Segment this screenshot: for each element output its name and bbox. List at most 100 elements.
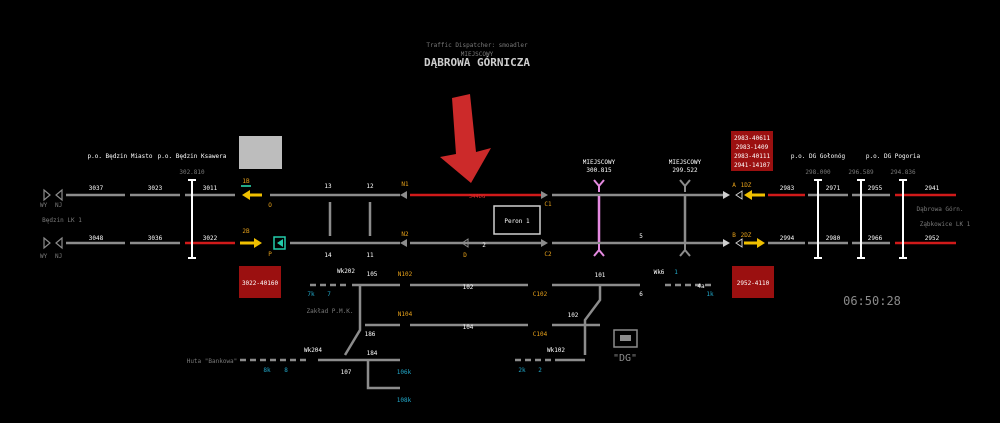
- crossing-left-top-icon: [593, 179, 605, 192]
- track-5-label: 5: [639, 233, 643, 240]
- siding-1-label: 1: [674, 269, 678, 276]
- label-2941: 2941: [925, 185, 940, 192]
- siding-108k-label: 108k: [397, 397, 412, 404]
- track-184-label: 184: [367, 350, 378, 357]
- signal-2dz-icon[interactable]: [757, 238, 765, 248]
- line-bedzin: Będzin LK 1: [42, 217, 82, 224]
- siding-2-label: 2: [538, 367, 542, 374]
- train-top-right-1: 2983-1409: [736, 144, 769, 151]
- wk102-label: Wk102: [547, 347, 565, 354]
- km-ksawera: 302.810: [179, 169, 205, 176]
- wy-top: WY: [40, 202, 48, 209]
- arrow-left-top-icon: [43, 188, 51, 202]
- siding-8k-label: 8k: [263, 367, 271, 374]
- track-105-label: 105: [367, 271, 378, 278]
- train-box-right-label: 2952-4110: [737, 280, 770, 287]
- siding-4a-label: 4a: [697, 283, 705, 290]
- platform-label: Peron 1: [504, 218, 530, 225]
- track-12-label: 12: [366, 183, 374, 190]
- arrow-left-top2-icon: [55, 188, 63, 202]
- stop-bedzin-ksawera: p.o. Będzin Ksawera: [158, 153, 227, 160]
- km-pogoria-2: 294.836: [890, 169, 916, 176]
- track-13-label: 13: [324, 183, 332, 190]
- grey-panel[interactable]: [239, 136, 282, 169]
- track-14-label: 14: [324, 252, 332, 259]
- zaklad-label: Zakład P.M.K.: [307, 308, 354, 315]
- track-102b-label: 102: [568, 312, 579, 319]
- signal-p-icon[interactable]: [273, 236, 286, 250]
- signal-n104-label: N104: [398, 311, 413, 318]
- signal-d-icon[interactable]: [461, 238, 469, 248]
- arrow-left-bottom-icon: [43, 236, 51, 250]
- signal-1dz-icon[interactable]: [744, 190, 752, 200]
- signal-n2-icon[interactable]: [400, 239, 407, 247]
- signal-c1-icon[interactable]: [541, 191, 548, 199]
- signal-1b-icon[interactable]: [242, 190, 250, 200]
- train-box-left-label: 3022-40160: [242, 280, 279, 287]
- connector-101-102[interactable]: [583, 285, 602, 355]
- siding-106k-label: 106k: [397, 369, 412, 376]
- train-top-right-2: 2983-40111: [734, 153, 771, 160]
- siding-7-label: 7: [327, 291, 331, 298]
- label-3023: 3023: [148, 185, 163, 192]
- label-2955: 2955: [868, 185, 883, 192]
- crossing-left-bottom-icon: [593, 244, 605, 257]
- crossing-right-km: 299.522: [672, 167, 698, 174]
- signal-c104-label: C104: [533, 331, 548, 338]
- crossing-left-km: 300.815: [586, 167, 612, 174]
- mode-label: MIEJSCOWY: [461, 51, 494, 58]
- signal-1dz-label: 1DZ: [741, 182, 752, 189]
- stop-dg-golonog: p.o. DG Gołonóg: [791, 153, 846, 160]
- signal-c102-label: C102: [533, 291, 548, 298]
- train-top-right-0: 2983-40611: [734, 135, 771, 142]
- label-3037: 3037: [89, 185, 104, 192]
- wk202-label: Wk202: [337, 268, 355, 275]
- track-102-label: 102: [463, 284, 474, 291]
- train-box-right[interactable]: [732, 266, 774, 298]
- dg-label: "DG": [613, 353, 637, 364]
- label-2983: 2983: [780, 185, 795, 192]
- label-2952: 2952: [925, 235, 940, 242]
- huta-label: Huta "Bankowa": [187, 358, 238, 365]
- signal-n1-label: N1: [401, 181, 409, 188]
- dispatcher-label: Traffic Dispatcher: smoadler: [426, 42, 528, 49]
- train-box-top-right[interactable]: [731, 131, 773, 171]
- train-top-right-3: 2941-14107: [734, 162, 771, 169]
- dg-monitor-icon[interactable]: [613, 329, 638, 348]
- platform-peron-1: [493, 205, 541, 235]
- siding-8-label: 8: [284, 367, 288, 374]
- signal-b-label: B: [732, 232, 736, 239]
- label-3022: 3022: [203, 235, 218, 242]
- track-2-label: 2: [482, 242, 486, 249]
- label-2966: 2966: [868, 235, 883, 242]
- km-golonog: 298.000: [805, 169, 831, 176]
- label-3011: 3011: [203, 185, 218, 192]
- signal-n102-label: N102: [398, 271, 413, 278]
- crossing-right-bottom-icon: [679, 244, 691, 257]
- wk6-label: Wk6: [654, 269, 665, 276]
- signal-1b-label: 1B: [242, 178, 250, 185]
- km-pogoria-1: 296.589: [848, 169, 874, 176]
- signal-p-label: P: [268, 251, 272, 258]
- train-box-left[interactable]: [239, 266, 281, 298]
- signal-2dz-label: 2DZ: [741, 232, 752, 239]
- pointer-arrow-icon: [440, 94, 491, 183]
- label-3036: 3036: [148, 235, 163, 242]
- signal-2b-icon[interactable]: [254, 238, 262, 248]
- label-2971: 2971: [826, 185, 841, 192]
- crossing-right-name: MIEJSCOWY: [669, 159, 702, 166]
- crossing-left-name: MIEJSCOWY: [583, 159, 616, 166]
- signal-n2-label: N2: [401, 231, 409, 238]
- signal-n1-icon[interactable]: [400, 191, 407, 199]
- clock-display: 06:50:28: [843, 294, 901, 308]
- signal-a-icon[interactable]: [723, 191, 730, 199]
- signal-b-icon[interactable]: [723, 239, 730, 247]
- stop-dg-pogoria: p.o. DG Pogoria: [866, 153, 921, 160]
- track-107-label: 107: [341, 369, 352, 376]
- track-104-label: 104: [463, 324, 474, 331]
- track-6-label: 6: [639, 291, 643, 298]
- signal-c2-icon[interactable]: [541, 239, 548, 247]
- crossing-right-top-icon: [679, 179, 691, 192]
